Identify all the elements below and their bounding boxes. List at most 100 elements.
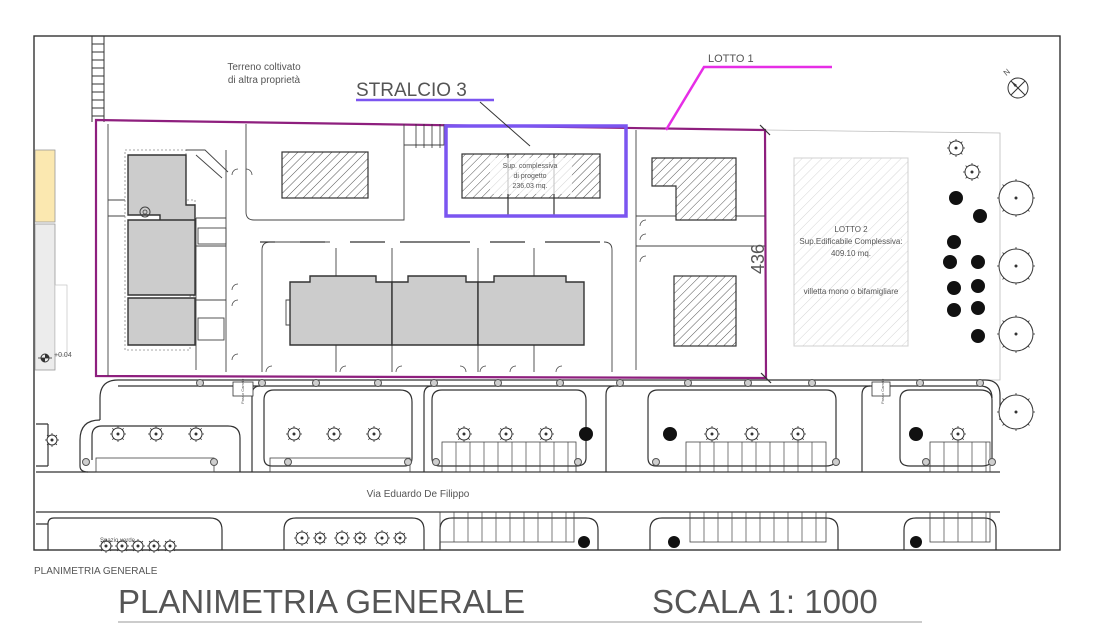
lamp-post [82, 458, 90, 466]
lotto2-sup-label: Sup.Edificabile Complessiva: [799, 237, 902, 246]
terreno-label-2: di altra proprietà [228, 75, 301, 86]
tree-symbol [947, 235, 961, 249]
tree-symbol [456, 426, 472, 442]
tree-symbol [973, 209, 987, 223]
lamp-post [916, 379, 924, 387]
tree-symbol [997, 179, 1035, 217]
tree-symbol [971, 279, 985, 293]
tree-symbol [45, 433, 59, 447]
big-title: PLANIMETRIA GENERALE [118, 583, 525, 620]
neighbour-building-yellow [34, 149, 56, 223]
lamp-post [210, 458, 218, 466]
lamp-post [494, 379, 502, 387]
stralcio-leader [479, 101, 531, 147]
tree-symbol [99, 539, 113, 553]
dimension-ticks [759, 124, 772, 384]
street-name: Via Eduardo De Filippo [367, 489, 470, 500]
neighbour-building-grey [34, 223, 56, 371]
tree-symbol [704, 426, 720, 442]
tree-symbol [498, 426, 514, 442]
lamp-post [430, 379, 438, 387]
tree-symbol [115, 539, 129, 553]
tree-symbol [663, 427, 677, 441]
north-label: N [1002, 67, 1012, 78]
tree-symbol [668, 536, 680, 548]
tree-symbol [971, 255, 985, 269]
passo-carraio-markers [232, 381, 891, 397]
tree-symbol [909, 427, 923, 441]
tree-symbol [963, 163, 981, 181]
tree-symbol [366, 426, 382, 442]
tree-symbol [943, 255, 957, 269]
tree-symbol [334, 530, 350, 546]
road-network [36, 379, 1001, 550]
lamp-post [404, 458, 412, 466]
tree-symbol [971, 329, 985, 343]
tree-symbol [326, 426, 342, 442]
neighbour-access [54, 284, 68, 356]
tree-symbol [744, 426, 760, 442]
hatched-building-3 [673, 275, 737, 347]
lamp-post [808, 379, 816, 387]
drawing-frame [33, 35, 1061, 551]
tree-symbol [313, 531, 327, 545]
tree-symbol [374, 530, 390, 546]
scale-label: SCALA 1: 1000 [652, 583, 878, 620]
stralcio-label: STRALCIO 3 [356, 80, 467, 101]
tree-symbol [950, 426, 966, 442]
lamp-post [832, 458, 840, 466]
tree-symbol [997, 393, 1035, 431]
tree-symbol [147, 539, 161, 553]
small-caption: PLANIMETRIA GENERALE [34, 566, 158, 577]
lotto2-use-label: villetta mono o bifamigliare [804, 287, 899, 296]
terraced-buildings [285, 275, 585, 346]
fence-symbol [91, 36, 105, 122]
lamp-post [432, 458, 440, 466]
tree-symbol [949, 191, 963, 205]
sup-label-1: Sup. complessiva [503, 163, 558, 170]
tree-symbol [997, 247, 1035, 285]
spazio-verde-label: Spazio verde [100, 538, 136, 544]
lamp-post [374, 379, 382, 387]
sup-label-3: 236.03 mq. [512, 183, 547, 190]
tree-symbol [188, 426, 204, 442]
elevation-marker [38, 353, 52, 363]
tree-symbol [294, 530, 310, 546]
north-arrow [1007, 77, 1029, 99]
passo-carraio-label-2: Passo Carraio [880, 378, 885, 404]
lotto1-label: LOTTO 1 [708, 53, 754, 65]
left-building-block [107, 124, 229, 376]
lamp-post [988, 458, 996, 466]
tree-symbol [148, 426, 164, 442]
lamp-post [652, 458, 660, 466]
elevation-label: +0.04 [54, 352, 72, 359]
tree-symbol [579, 427, 593, 441]
tree-symbol [538, 426, 554, 442]
lamp-post [312, 379, 320, 387]
passo-carraio-label-1: Passo Carraio [240, 378, 245, 404]
lamp-posts [82, 379, 996, 466]
tree-symbol [286, 426, 302, 442]
lotto2-envelope [793, 157, 909, 347]
lamp-post [196, 379, 204, 387]
gate-symbols [231, 168, 647, 373]
tree-symbol [393, 531, 407, 545]
lotto1-leader [664, 65, 832, 131]
tree-symbol [997, 315, 1035, 353]
lamp-post [684, 379, 692, 387]
lamp-post [616, 379, 624, 387]
tree-symbol [910, 536, 922, 548]
lamp-post [922, 458, 930, 466]
garden-trees [943, 139, 1035, 431]
hatched-building-1 [281, 151, 369, 199]
tree-symbol [578, 536, 590, 548]
tree-symbol [947, 281, 961, 295]
parking-dividers [453, 442, 987, 542]
lamp-post [744, 379, 752, 387]
lamp-post [556, 379, 564, 387]
tree-symbol [947, 303, 961, 317]
tree-symbol [353, 531, 367, 545]
stair-symbol [415, 124, 441, 148]
terreno-label-1: Terreno coltivato [227, 62, 301, 73]
